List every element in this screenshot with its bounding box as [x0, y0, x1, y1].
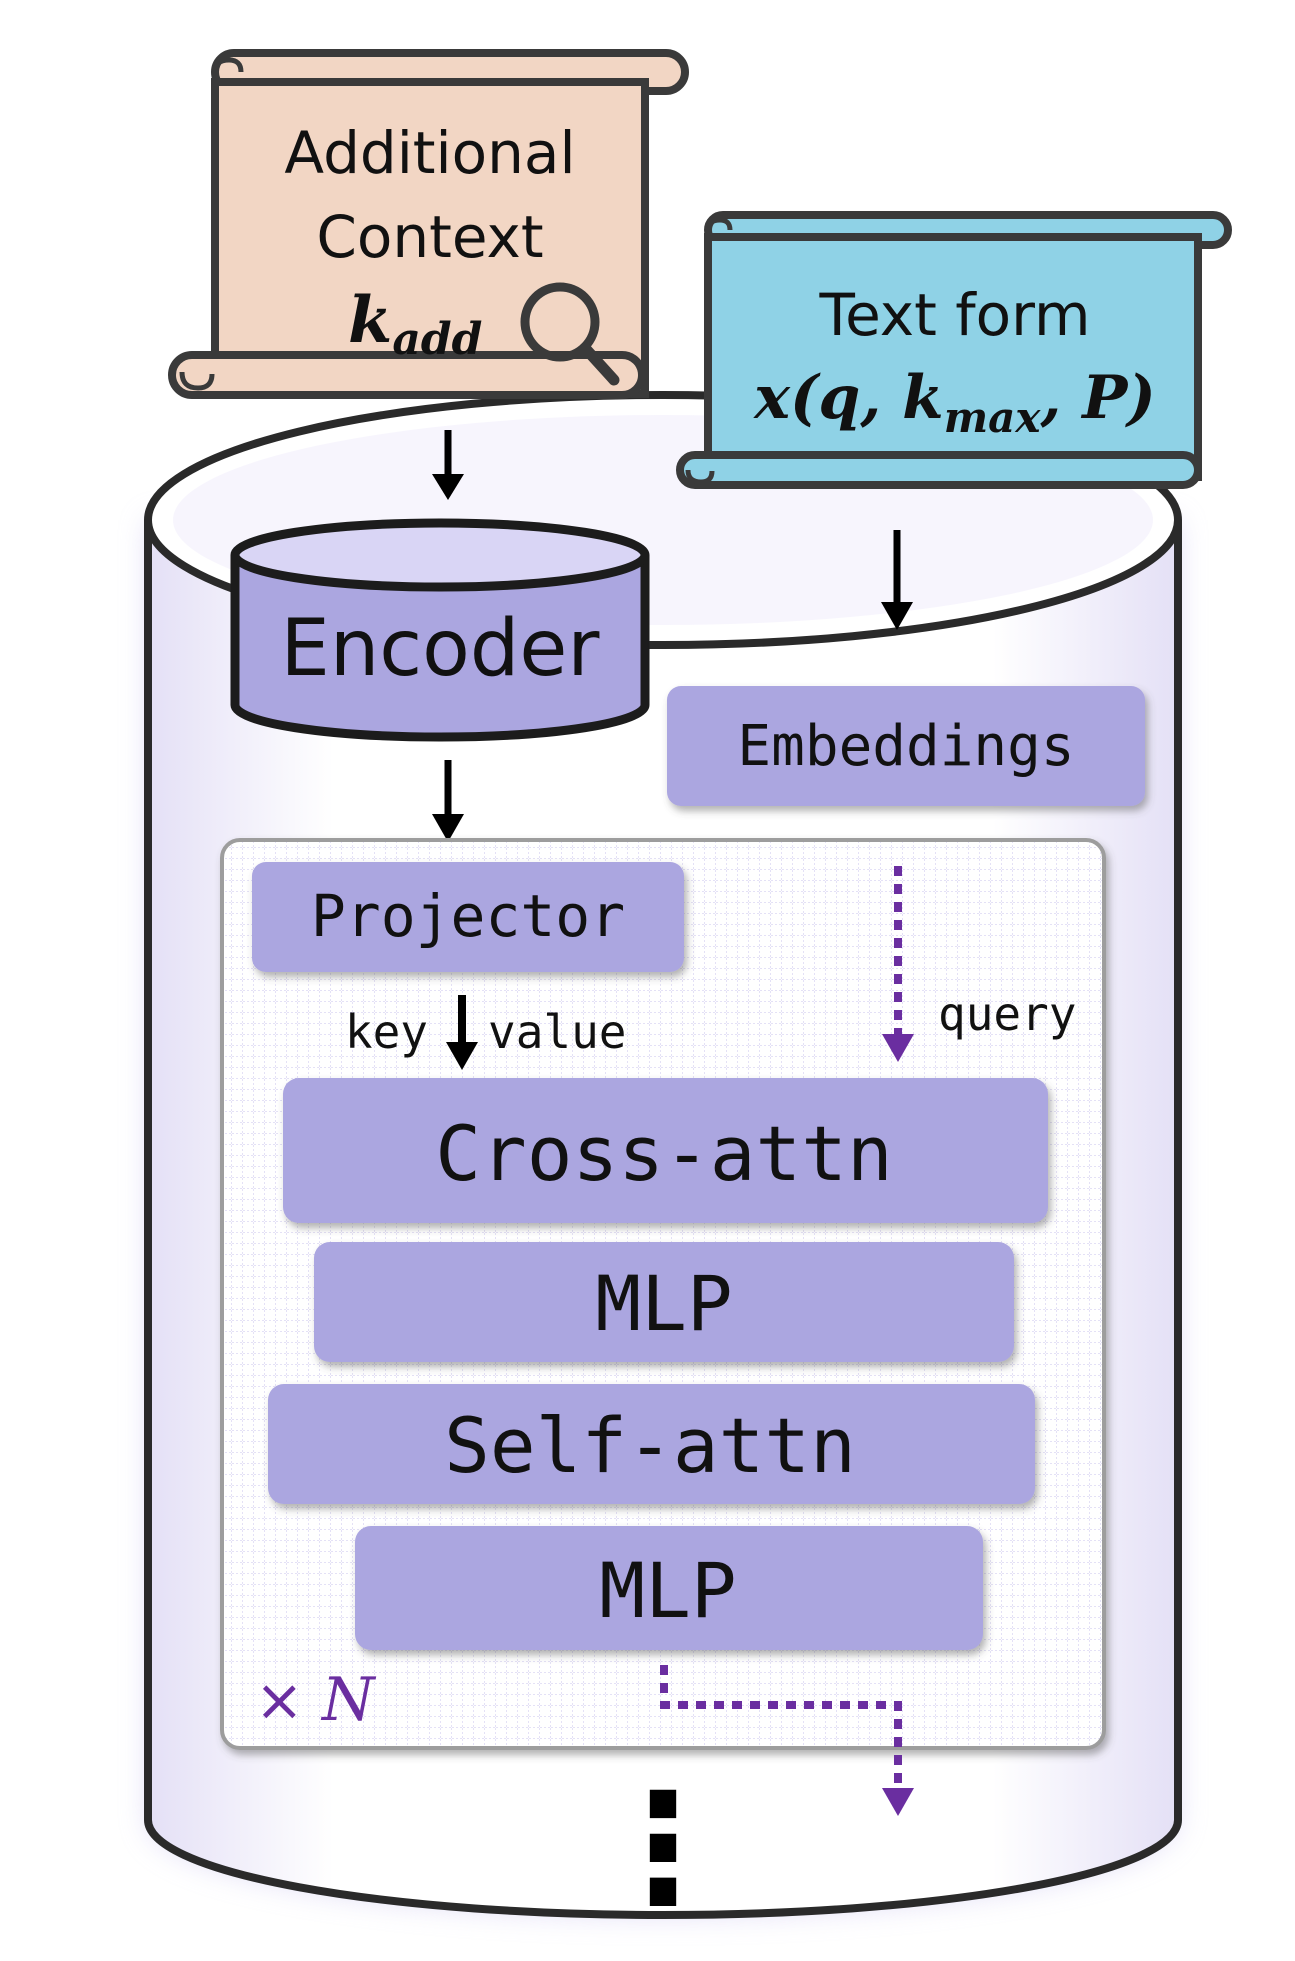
continuation-dots: ⋮ [588, 1762, 738, 1936]
embeddings-box: Embeddings [667, 686, 1145, 806]
additional-context-line2: Context [316, 203, 543, 271]
key-label: key [345, 1005, 428, 1059]
key-value-arrow [446, 995, 478, 1070]
mlp-block-1: MLP [314, 1242, 1014, 1362]
query-arrow [882, 866, 914, 1062]
magnifier-icon [520, 282, 620, 386]
formula-subscript: max [944, 393, 1042, 442]
projector-label: Projector [311, 882, 625, 950]
cross-attn-block: Cross-attn [283, 1078, 1048, 1223]
mlp-block-2: MLP [355, 1526, 983, 1650]
cross-attn-label: Cross-attn [435, 1109, 893, 1198]
text-form-line1: Text form [819, 281, 1091, 349]
arrow-textform-to-embeddings [881, 530, 913, 630]
additional-context-scroll: Additional Context kadd [168, 49, 689, 399]
arrow-context-to-encoder [432, 430, 464, 500]
mlp-2-label: MLP [599, 1546, 736, 1635]
formula-part-a: x(q, k [752, 363, 943, 433]
k-add-symbol: kadd [348, 283, 482, 365]
embeddings-label: Embeddings [737, 714, 1074, 779]
repeat-times-symbol: × [255, 1666, 304, 1734]
k-add-subscript: add [392, 314, 482, 365]
query-label: query [938, 987, 1076, 1041]
arrow-encoder-to-projector [432, 760, 464, 842]
self-attn-block: Self-attn [268, 1384, 1035, 1504]
k-add-main: k [348, 283, 392, 358]
additional-context-line1: Additional [284, 119, 575, 187]
value-label: value [488, 1005, 626, 1059]
projector-box: Projector [252, 862, 684, 972]
formula-part-b: , P) [1039, 363, 1155, 433]
self-attn-label: Self-attn [444, 1401, 856, 1490]
encoder-cylinder: Encoder [230, 518, 650, 742]
text-form-formula: x(q, kmax, P) [752, 363, 1155, 442]
mlp-1-label: MLP [595, 1259, 732, 1348]
text-form-scroll: Text form x(q, kmax, P) [676, 211, 1232, 489]
encoder-label: Encoder [281, 604, 601, 694]
output-arrow [660, 1665, 914, 1816]
repeat-n-label: N [320, 1665, 377, 1735]
